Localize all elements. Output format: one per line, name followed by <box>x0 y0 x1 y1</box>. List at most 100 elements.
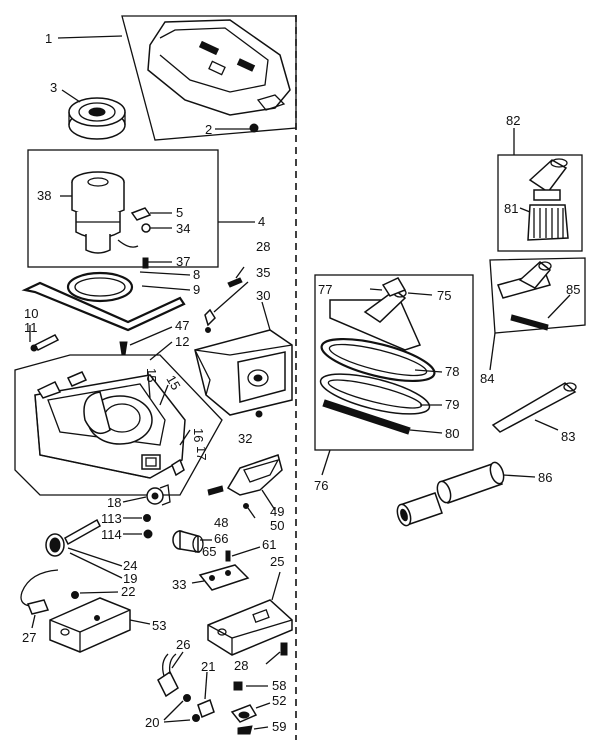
part-18-caster <box>146 484 171 506</box>
label-83: 83 <box>561 429 575 444</box>
label-26: 26 <box>176 637 190 652</box>
label-32: 32 <box>238 431 252 446</box>
label-27: 27 <box>22 630 36 645</box>
part-84-frame <box>489 257 586 334</box>
part-5-clip <box>130 207 152 221</box>
label-34: 34 <box>176 221 190 236</box>
part-9-gasket <box>21 281 186 332</box>
part-2-screw <box>249 123 259 133</box>
label-48: 48 <box>214 515 228 530</box>
label-8: 8 <box>193 267 200 282</box>
part-30-dust-bag <box>194 329 293 416</box>
label-81: 81 <box>504 201 518 216</box>
label-15b: 15 <box>163 373 183 393</box>
label-82: 82 <box>506 113 520 128</box>
part-26-connector <box>157 653 179 698</box>
label-79: 79 <box>445 397 459 412</box>
label-85: 85 <box>566 282 580 297</box>
part-37-screw <box>142 257 149 269</box>
label-15a: 15 <box>144 368 159 382</box>
label-49: 49 <box>270 504 284 519</box>
label-1: 1 <box>45 31 52 46</box>
label-76: 76 <box>314 478 328 493</box>
label-61: 61 <box>262 537 276 552</box>
part-49-latch <box>226 454 283 496</box>
label-47: 47 <box>175 318 189 333</box>
label-86: 86 <box>538 470 552 485</box>
part-82-frame <box>497 154 583 252</box>
housing-frame <box>14 354 223 496</box>
label-12: 12 <box>175 334 189 349</box>
part-32-screw <box>255 410 263 418</box>
part-35-screw <box>204 308 216 327</box>
part-59-cap <box>237 725 253 735</box>
label-78: 78 <box>445 364 459 379</box>
part-4-motor-frame <box>27 149 219 268</box>
label-33: 33 <box>172 577 186 592</box>
label-50: 50 <box>270 518 284 533</box>
part-33-switch <box>198 564 250 591</box>
part-number-labels: 1 2 3 4 5 34 37 38 8 9 28 35 30 10 11 47… <box>22 31 580 734</box>
part-83-crevice-tool <box>491 382 577 433</box>
label-84: 84 <box>480 371 494 386</box>
label-35: 35 <box>256 265 270 280</box>
part-10-pin <box>33 334 60 351</box>
label-3: 3 <box>50 80 57 95</box>
part-79-skirt <box>319 373 431 415</box>
part-17-clip <box>171 458 185 477</box>
part-8-gasket-ring <box>66 271 134 303</box>
label-24: 24 <box>123 558 137 573</box>
label-28-lower: 28 <box>234 658 248 673</box>
label-17: 17 <box>194 446 209 460</box>
part-27-cord <box>20 569 59 607</box>
label-66: 66 <box>214 531 228 546</box>
label-58: 58 <box>272 678 286 693</box>
label-10: 10 <box>24 306 38 321</box>
label-21: 21 <box>201 659 215 674</box>
label-2: 2 <box>205 122 212 137</box>
label-11: 11 <box>24 320 38 335</box>
label-38: 38 <box>37 188 51 203</box>
label-53: 53 <box>152 618 166 633</box>
label-19: 19 <box>123 571 137 586</box>
part-84-upholstery-tool <box>497 261 552 299</box>
part-1-hood <box>147 19 291 116</box>
label-65: 65 <box>202 544 216 559</box>
label-25: 25 <box>270 554 284 569</box>
part-28-screw-upper <box>227 277 243 288</box>
part-20-screw-a <box>183 694 191 702</box>
label-22: 22 <box>121 584 135 599</box>
part-21-bracket <box>197 698 215 719</box>
label-4: 4 <box>258 214 265 229</box>
part-76-floor-tool <box>319 277 436 435</box>
part-53-plate <box>49 597 131 653</box>
label-9: 9 <box>193 282 200 297</box>
part-78-brush-ring <box>320 337 436 383</box>
part-58-screw <box>233 681 243 691</box>
part-66-coupling <box>172 530 204 553</box>
part-34-nut <box>141 223 151 233</box>
label-5: 5 <box>176 205 183 220</box>
label-52: 52 <box>272 693 286 708</box>
label-18: 18 <box>107 495 121 510</box>
part-113-washer <box>143 514 151 522</box>
part-1-frame <box>121 15 297 141</box>
main-canister-housing <box>34 371 186 479</box>
label-80: 80 <box>445 426 459 441</box>
part-82-dusting-brush <box>527 158 569 241</box>
part-52-knob <box>230 704 258 723</box>
label-75: 75 <box>437 288 451 303</box>
label-59: 59 <box>272 719 286 734</box>
label-77: 77 <box>318 282 332 297</box>
part-86-extension-wand <box>396 461 505 527</box>
part-24-wheel <box>45 518 101 557</box>
label-114: 114 <box>101 527 122 542</box>
label-16: 16 <box>191 428 206 442</box>
part-22-screw <box>71 591 79 599</box>
part-20-screw-b <box>192 714 200 722</box>
part-3-filter <box>68 97 126 140</box>
part-28-screw-lower <box>280 642 288 656</box>
label-113: 113 <box>101 511 122 526</box>
part-80-strip <box>322 399 411 435</box>
